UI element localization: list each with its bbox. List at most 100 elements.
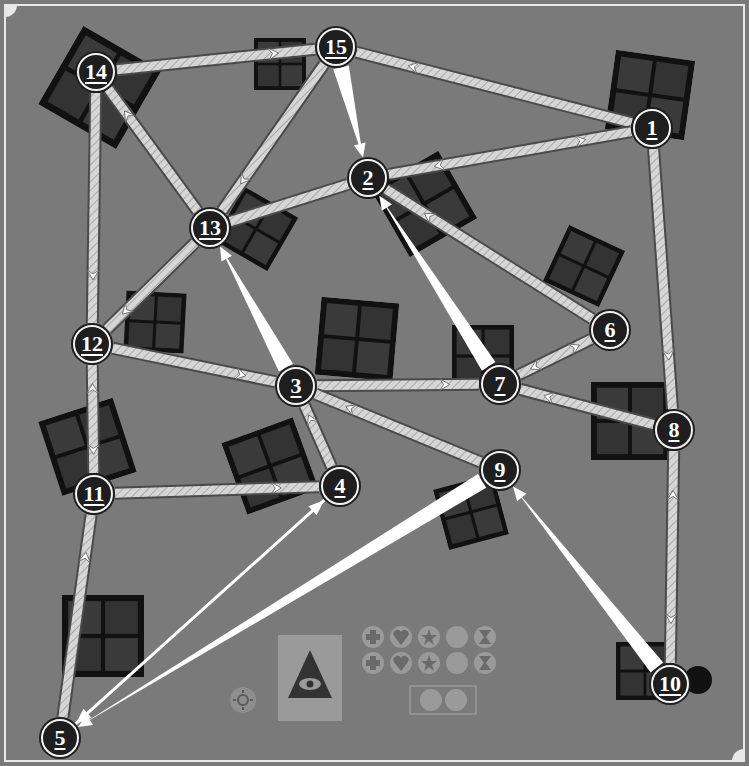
road-edge xyxy=(63,515,91,717)
road-surface xyxy=(63,515,91,717)
pointer-arrow xyxy=(513,486,663,672)
road-surface xyxy=(654,149,673,409)
location-number: 12 xyxy=(81,333,103,355)
pointer-head xyxy=(76,709,92,724)
road xyxy=(222,64,324,211)
road-edge xyxy=(315,394,480,462)
road xyxy=(107,243,195,330)
road-arrowhead xyxy=(87,270,99,280)
road-surface xyxy=(315,394,480,462)
road-surface xyxy=(92,93,95,323)
road-edge xyxy=(92,365,93,473)
road-arrowhead xyxy=(665,614,677,624)
location-marker: 4 xyxy=(321,467,359,505)
road-edge xyxy=(117,49,315,70)
location-marker: 12 xyxy=(73,325,111,363)
road-arrowhead xyxy=(434,159,445,171)
pointer-arrow xyxy=(220,246,293,371)
pointer-head xyxy=(354,143,366,158)
road-edge xyxy=(222,64,324,211)
road-surface xyxy=(117,49,315,70)
road-arrowhead xyxy=(662,350,674,360)
road-edge xyxy=(92,93,95,323)
building xyxy=(38,26,712,700)
location-marker: 7 xyxy=(481,365,519,403)
road xyxy=(665,451,679,663)
road xyxy=(63,515,91,717)
road xyxy=(315,394,480,462)
location-number: 3 xyxy=(291,375,302,397)
road-edge xyxy=(670,451,673,663)
road-arrowhead xyxy=(124,111,135,123)
location-marker: 11 xyxy=(75,475,113,513)
road-arrowhead xyxy=(568,344,580,355)
road-surface xyxy=(317,384,479,386)
road-surface xyxy=(92,365,93,473)
road-arrowhead xyxy=(122,303,133,314)
location-marker: 15 xyxy=(317,28,355,66)
location-marker: 3 xyxy=(277,367,315,405)
pointer-head xyxy=(513,486,526,501)
road-surface xyxy=(113,348,276,382)
pointer-arrow xyxy=(379,196,495,371)
pointer-wedge xyxy=(220,246,293,371)
pointer-wedge xyxy=(78,474,486,727)
pointer-head xyxy=(220,246,232,261)
road-arrowhead xyxy=(87,384,99,394)
road-surface xyxy=(389,132,632,175)
location-number: 7 xyxy=(495,373,506,395)
road-surface xyxy=(108,89,197,211)
location-marker: 5 xyxy=(41,719,79,757)
location-marker: 10 xyxy=(651,665,689,703)
road-edge xyxy=(113,348,276,382)
road xyxy=(654,149,675,409)
pointer-arrow xyxy=(78,474,486,727)
road-surface xyxy=(520,389,653,424)
road-edge xyxy=(107,243,195,330)
symbol-track xyxy=(362,626,496,714)
road-arrowhead xyxy=(268,48,279,60)
location-number: 2 xyxy=(363,167,374,189)
road-edge xyxy=(520,389,653,424)
location-number: 1 xyxy=(647,117,658,139)
road-edge xyxy=(108,89,197,211)
road-edge xyxy=(230,184,348,221)
road-edge xyxy=(317,384,479,386)
road xyxy=(113,348,276,382)
road-surface xyxy=(304,405,331,467)
location-number: 4 xyxy=(335,475,346,497)
road-surface xyxy=(670,451,673,663)
location-marker: 14 xyxy=(77,53,115,91)
pointer-head xyxy=(308,500,324,515)
road-edge xyxy=(389,132,632,175)
road-edge xyxy=(519,339,591,374)
road-surface xyxy=(356,52,631,123)
road xyxy=(108,89,197,211)
road xyxy=(519,339,591,374)
road xyxy=(304,405,331,467)
road-surface xyxy=(115,487,319,494)
road-arrowhead xyxy=(87,444,99,454)
road xyxy=(87,93,99,323)
eye-card xyxy=(278,635,342,721)
location-number: 8 xyxy=(669,419,680,441)
location-number: 13 xyxy=(199,217,221,239)
pointer-arrow xyxy=(333,66,365,158)
road xyxy=(115,482,319,494)
location-number: 5 xyxy=(55,727,66,749)
road xyxy=(117,48,315,70)
road-edge xyxy=(356,52,631,123)
location-marker: 1 xyxy=(633,109,671,147)
road-surface xyxy=(222,64,324,211)
location-marker: 2 xyxy=(349,159,387,197)
pointer-shaft xyxy=(76,500,325,724)
road-arrowhead xyxy=(271,482,281,494)
road-edge xyxy=(654,149,673,409)
road-arrowhead xyxy=(531,359,543,370)
road-edge xyxy=(115,487,319,494)
road-arrowhead xyxy=(235,368,246,380)
sun-icon xyxy=(230,687,256,713)
location-marker: 6 xyxy=(591,311,629,349)
location-number: 6 xyxy=(605,319,616,341)
